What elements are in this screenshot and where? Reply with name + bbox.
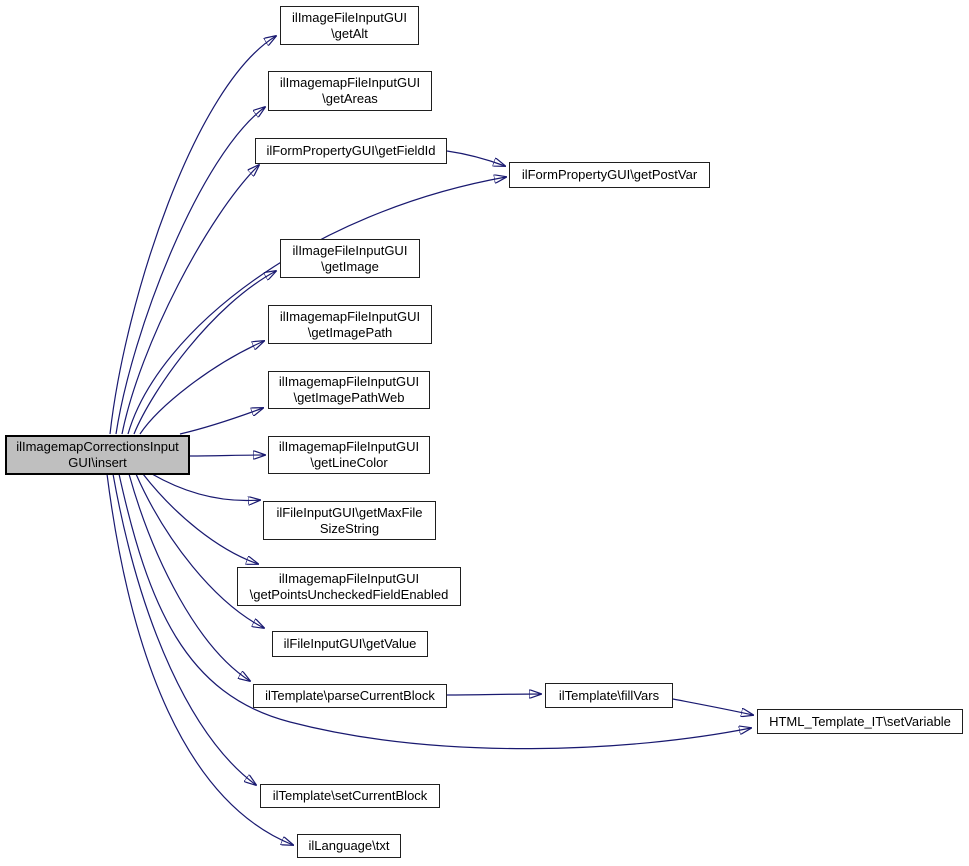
node-fill-vars-label: ilTemplate\fillVars	[558, 687, 660, 703]
node-get-line-color[interactable]: ilImagemapFileInputGUI \getLineColor	[268, 436, 430, 474]
node-get-image-path[interactable]: ilImagemapFileInputGUI \getImagePath	[268, 305, 432, 344]
edge-insert-txt	[106, 473, 293, 845]
node-get-line-color-label: ilImagemapFileInputGUI \getLineColor	[278, 439, 420, 470]
node-parse-current-block[interactable]: ilTemplate\parseCurrentBlock	[253, 684, 447, 708]
edge-insert-setCurrentBlock	[112, 473, 256, 785]
edge-insert-getFieldId	[121, 165, 259, 435]
node-set-variable[interactable]: HTML_Template_IT\setVariable	[757, 709, 963, 734]
edge-insert-getAlt	[109, 36, 276, 435]
node-get-image-path-web-label: ilImagemapFileInputGUI \getImagePathWeb	[278, 374, 420, 405]
edge-fillVars-setVariable	[672, 698, 753, 715]
edge-parseCurrentBlock-fillVars	[446, 694, 541, 695]
node-get-image-path-web[interactable]: ilImagemapFileInputGUI \getImagePathWeb	[268, 371, 430, 409]
node-get-post-var-label: ilFormPropertyGUI\getPostVar	[521, 167, 698, 182]
edge-insert-getImagePathWeb	[179, 408, 263, 435]
node-insert-label: ilImagemapCorrectionsInput GUI\insert	[16, 439, 179, 470]
node-get-points-unchecked-field-enabled-label: ilImagemapFileInputGUI \getPointsUncheck…	[249, 570, 449, 602]
node-parse-current-block-label: ilTemplate\parseCurrentBlock	[265, 688, 435, 703]
edge-insert-getPointsUncheckedFieldEnabled	[142, 473, 258, 564]
node-set-current-block[interactable]: ilTemplate\setCurrentBlock	[260, 784, 440, 808]
edge-insert-parseCurrentBlock	[128, 473, 250, 681]
node-get-image-path-label: ilImagemapFileInputGUI \getImagePath	[279, 308, 421, 340]
node-get-points-unchecked-field-enabled[interactable]: ilImagemapFileInputGUI \getPointsUncheck…	[237, 567, 461, 606]
edge-insert-getValue	[135, 473, 264, 628]
node-fill-vars[interactable]: ilTemplate\fillVars	[545, 683, 673, 708]
node-get-image[interactable]: ilImageFileInputGUI \getImage	[280, 239, 420, 278]
node-get-field-id[interactable]: ilFormPropertyGUI\getFieldId	[255, 138, 447, 164]
node-get-max-file-size-string-label: ilFileInputGUI\getMaxFile SizeString	[276, 504, 423, 536]
node-get-value[interactable]: ilFileInputGUI\getValue	[272, 631, 428, 657]
edge-insert-getMaxFileSizeString	[151, 473, 260, 501]
node-get-field-id-label: ilFormPropertyGUI\getFieldId	[266, 143, 436, 158]
node-get-alt[interactable]: ilImageFileInputGUI \getAlt	[280, 6, 419, 45]
node-set-variable-label: HTML_Template_IT\setVariable	[769, 713, 951, 729]
node-get-max-file-size-string[interactable]: ilFileInputGUI\getMaxFile SizeString	[263, 501, 436, 540]
node-get-alt-label: ilImageFileInputGUI \getAlt	[292, 9, 407, 41]
node-get-value-label: ilFileInputGUI\getValue	[283, 636, 417, 651]
node-get-image-label: ilImageFileInputGUI \getImage	[292, 242, 408, 274]
node-set-current-block-label: ilTemplate\setCurrentBlock	[272, 788, 428, 803]
node-txt-label: ilLanguage\txt	[308, 838, 390, 853]
node-insert: ilImagemapCorrectionsInput GUI\insert	[5, 435, 190, 475]
edge-insert-getAreas	[115, 107, 265, 435]
edge-insert-getLineColor	[189, 455, 265, 456]
node-txt[interactable]: ilLanguage\txt	[297, 834, 401, 858]
node-get-areas[interactable]: ilImagemapFileInputGUI \getAreas	[268, 71, 432, 111]
node-get-post-var[interactable]: ilFormPropertyGUI\getPostVar	[509, 162, 710, 188]
edge-insert-getImagePath	[139, 341, 264, 435]
edge-insert-getPostVar	[127, 177, 506, 435]
node-get-areas-label: ilImagemapFileInputGUI \getAreas	[279, 75, 421, 106]
edge-insert-getImage	[133, 271, 276, 435]
edge-getFieldId-getPostVar	[446, 150, 505, 166]
edge-insert-setVariable	[118, 473, 751, 750]
